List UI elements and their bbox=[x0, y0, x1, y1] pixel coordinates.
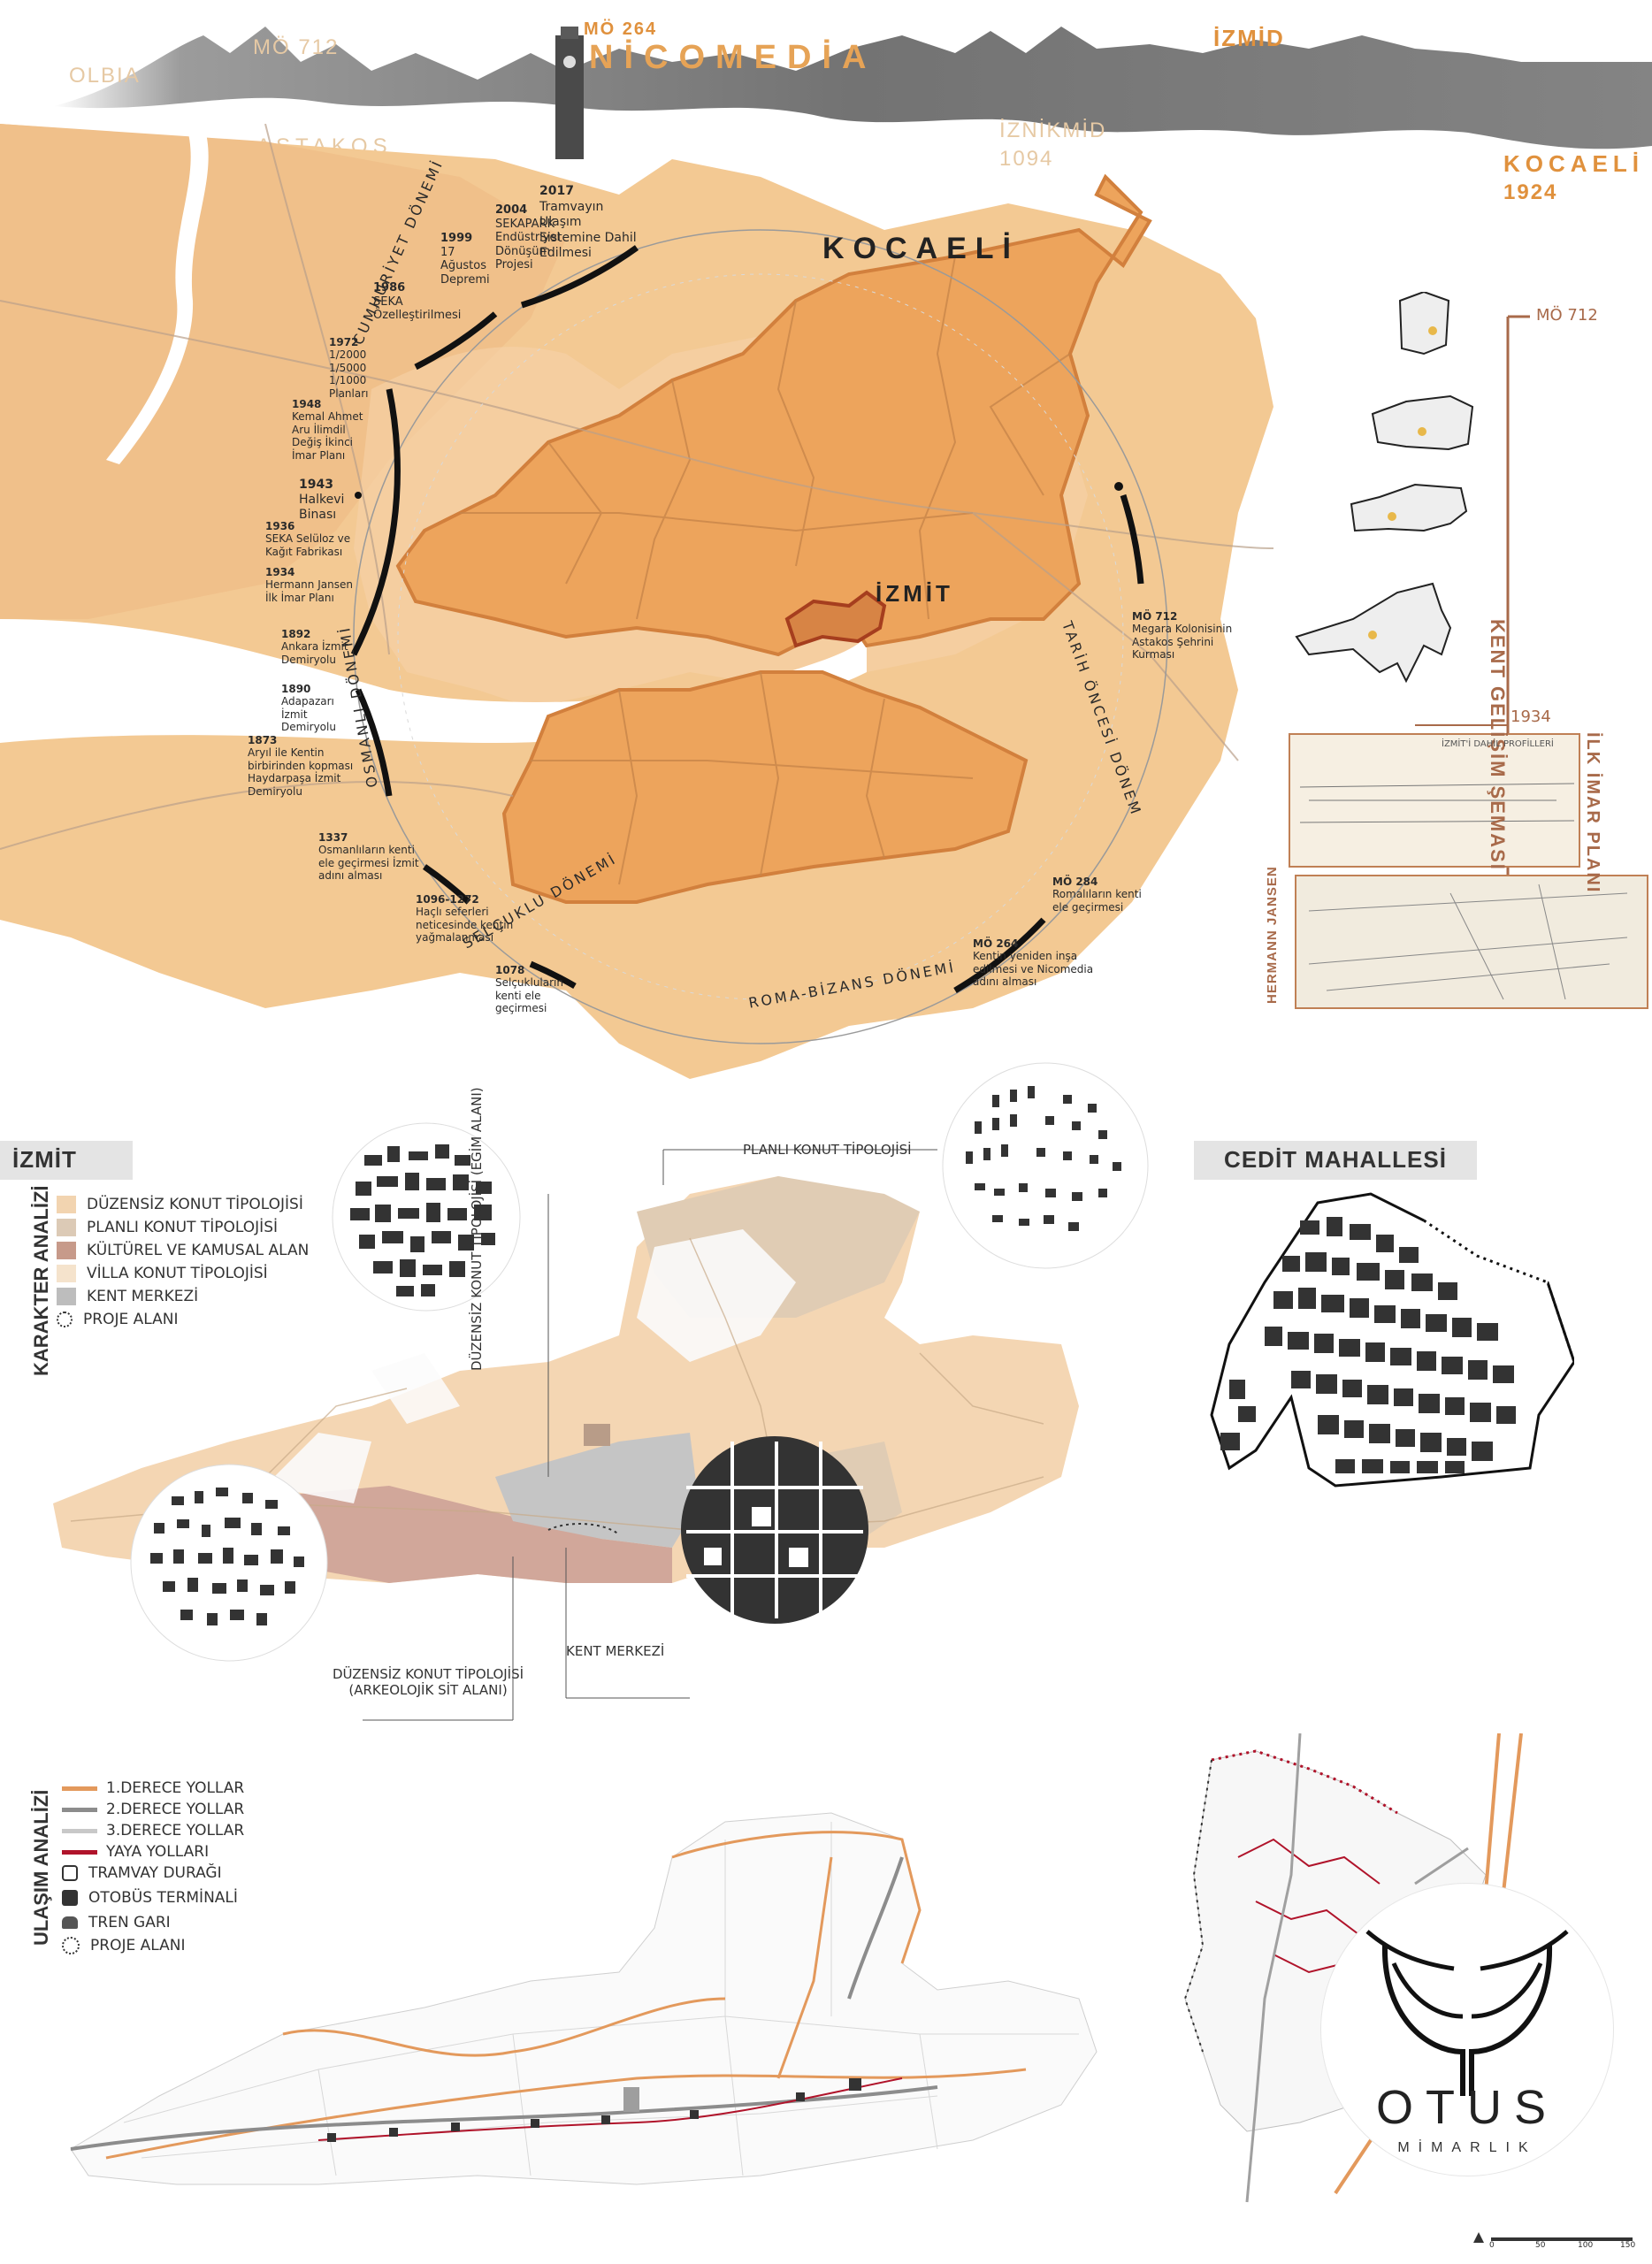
callout-duzensiz-arkeolojik: DÜZENSİZ KONUT TİPOLOJİSİ(ARKEOLOJİK SİT… bbox=[333, 1666, 524, 1698]
legend-3-derece: 3.DERECE YOLLAR bbox=[62, 1822, 244, 1840]
kocaeli-region-map bbox=[0, 124, 1274, 1079]
kent-start-label: MÖ 712 bbox=[1536, 306, 1598, 325]
legend-kent-merkezi: KENT MERKEZİ bbox=[57, 1288, 198, 1305]
legend-duzensiz: DÜZENSİZ KONUT TİPOLOJİSİ bbox=[57, 1196, 303, 1213]
ilk-imar-plani-label: İLK İMAR PLANI bbox=[1583, 732, 1602, 894]
legend-tramvay: TRAMVAY DURAĞI bbox=[62, 1864, 222, 1882]
owl-logo-icon bbox=[1365, 1930, 1569, 2096]
izmit-section-label: İZMİT bbox=[0, 1141, 133, 1180]
ulasim-analizi-label: ULAŞIM ANALİZİ bbox=[30, 1789, 52, 1946]
legend-line bbox=[62, 1828, 97, 1833]
legend-swatch bbox=[57, 1196, 76, 1213]
dotted-circle-icon bbox=[62, 1937, 80, 1954]
legend-line bbox=[62, 1807, 97, 1812]
timeline-kocaeli: KOCAELİ bbox=[1503, 150, 1644, 177]
bus-icon bbox=[62, 1890, 78, 1906]
callout-kent-merkezi: KENT MERKEZİ bbox=[566, 1643, 665, 1659]
scale-line bbox=[1491, 2237, 1633, 2241]
scale-tick-0: 0 bbox=[1489, 2241, 1495, 2250]
legend-tren: TREN GARI bbox=[62, 1914, 171, 1931]
legend-2-derece: 2.DERECE YOLLAR bbox=[62, 1801, 244, 1818]
legend-line bbox=[62, 1849, 97, 1855]
timeline-nicomedia: NİCOMEDİA bbox=[589, 39, 877, 76]
train-icon bbox=[62, 1916, 78, 1929]
timeline-mo712: MÖ 712 bbox=[253, 35, 340, 59]
city-label-izmit: İZMİT bbox=[876, 580, 953, 607]
tram-icon bbox=[62, 1865, 78, 1881]
timeline-year-1094: 1094 bbox=[999, 147, 1054, 171]
region-title: KOCAELİ bbox=[822, 232, 1020, 265]
scale-bar: 0 50 100 150 bbox=[1473, 2230, 1641, 2250]
legend-swatch bbox=[57, 1265, 76, 1282]
otus-logo-badge: OTUS MİMARLIK bbox=[1321, 1884, 1613, 2176]
skyline-strip bbox=[53, 27, 1652, 159]
ulasim-transport-map bbox=[70, 1812, 1098, 2185]
figure-ground-circle-planli bbox=[942, 1062, 1149, 1269]
legend-planli: PLANLI KONUT TİPOLOJİSİ bbox=[57, 1219, 278, 1236]
figure-ground-circle-egim bbox=[332, 1122, 521, 1312]
legend-kulturel: KÜLTÜREL VE KAMUSAL ALAN bbox=[57, 1242, 309, 1259]
legend-proje-alani-2: PROJE ALANI bbox=[62, 1937, 185, 1954]
legend-line bbox=[62, 1786, 97, 1791]
scale-tick-150: 150 bbox=[1620, 2241, 1636, 2250]
kent-1934-label: 1934 bbox=[1511, 708, 1551, 726]
callout-planli: PLANLI KONUT TİPOLOJİSİ bbox=[743, 1142, 912, 1158]
timeline-olbia: OLBIA bbox=[69, 64, 141, 88]
legend-swatch bbox=[57, 1219, 76, 1236]
plan-header-label: İZMİT'İ DAHİL PROFİLLERİ bbox=[1442, 739, 1554, 749]
legend-swatch bbox=[57, 1288, 76, 1305]
timeline-mo264: MÖ 264 bbox=[584, 19, 658, 39]
legend-otobus: OTOBÜS TERMİNALİ bbox=[62, 1889, 238, 1907]
kent-gelisim-diagram bbox=[1289, 292, 1648, 1009]
scale-tick-100: 100 bbox=[1578, 2241, 1594, 2250]
legend-yaya: YAYA YOLLARI bbox=[62, 1843, 209, 1861]
scale-tick-50: 50 bbox=[1535, 2241, 1546, 2250]
north-arrow-icon bbox=[1473, 2232, 1484, 2243]
timeline-izmid: İZMİD bbox=[1213, 25, 1285, 51]
figure-ground-circle-arkeolojik bbox=[130, 1464, 328, 1662]
timeline-year-1924: 1924 bbox=[1503, 180, 1558, 204]
hermann-jansen-label: HERMANN JANSEN bbox=[1265, 866, 1280, 1004]
cedit-figure-ground-map bbox=[1210, 1192, 1574, 1488]
legend-swatch bbox=[57, 1242, 76, 1259]
timeline-iznikmid: İZNİKMİD bbox=[999, 119, 1107, 142]
cedit-section-label: CEDİT MAHALLESİ bbox=[1194, 1141, 1477, 1180]
legend-villa: VİLLA KONUT TİPOLOJİSİ bbox=[57, 1265, 268, 1282]
logo-sub: MİMARLIK bbox=[1397, 2140, 1537, 2155]
legend-proje-alani: PROJE ALANI bbox=[57, 1311, 178, 1328]
figure-ground-circle-kent-merkezi bbox=[681, 1436, 868, 1624]
legend-1-derece: 1.DERECE YOLLAR bbox=[62, 1779, 244, 1797]
dotted-circle-icon bbox=[57, 1312, 73, 1327]
callout-duzensiz-egim: DÜZENSİZ KONUT TİPOLOJİSİ (EĞİM ALANI) bbox=[469, 1087, 485, 1371]
logo-name: OTUS bbox=[1375, 2081, 1558, 2134]
